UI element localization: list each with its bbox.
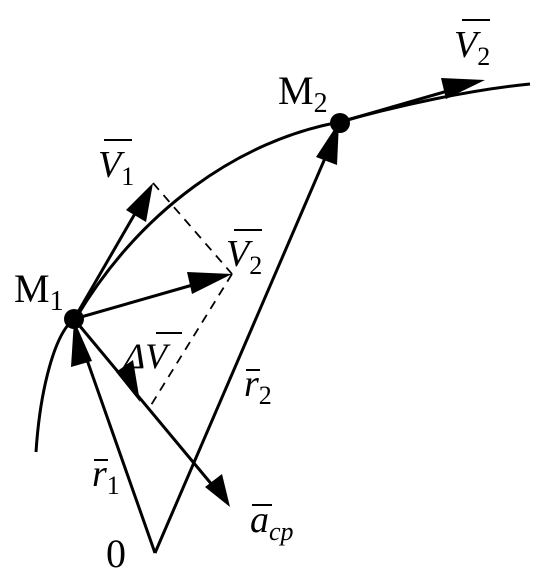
vector-v2-at-m2-arrowhead: [441, 78, 485, 99]
vector-v2-at-m2-arrow: [339, 84, 466, 124]
label-origin: 0: [106, 531, 126, 576]
acceleration-acp-arrowhead: [205, 474, 230, 507]
vector-v2-at-m1-arrow: [73, 278, 211, 321]
label-r2: r2: [244, 363, 272, 410]
radius-r1-arrowhead: [71, 320, 92, 367]
label-acp: acp: [250, 499, 294, 546]
label-v1: V1: [98, 144, 134, 191]
label-r1: r1: [92, 453, 120, 500]
radius-r2-arrowhead: [316, 122, 339, 165]
vector-v2-at-m1-arrowhead: [187, 272, 232, 294]
label-v2-mid: V2: [226, 233, 262, 280]
point-m2-dot: [330, 113, 350, 133]
trajectory-curve: [34, 82, 531, 453]
vector-v1-arrow: [72, 197, 146, 320]
label-delta-v: ΔV: [122, 336, 171, 376]
dashed-line-v2-to-delta: [147, 273, 233, 411]
label-v2-top: V2: [454, 24, 490, 71]
radius-r2-arrow: [153, 141, 334, 554]
label-m1: M1: [14, 266, 64, 317]
label-m2: M2: [278, 68, 328, 119]
radius-r1-arrow: [78, 339, 157, 554]
point-m1-dot: [64, 309, 84, 329]
dashed-line-v1-to-v2: [152, 182, 233, 275]
vector-v1-arrowhead: [126, 183, 153, 222]
